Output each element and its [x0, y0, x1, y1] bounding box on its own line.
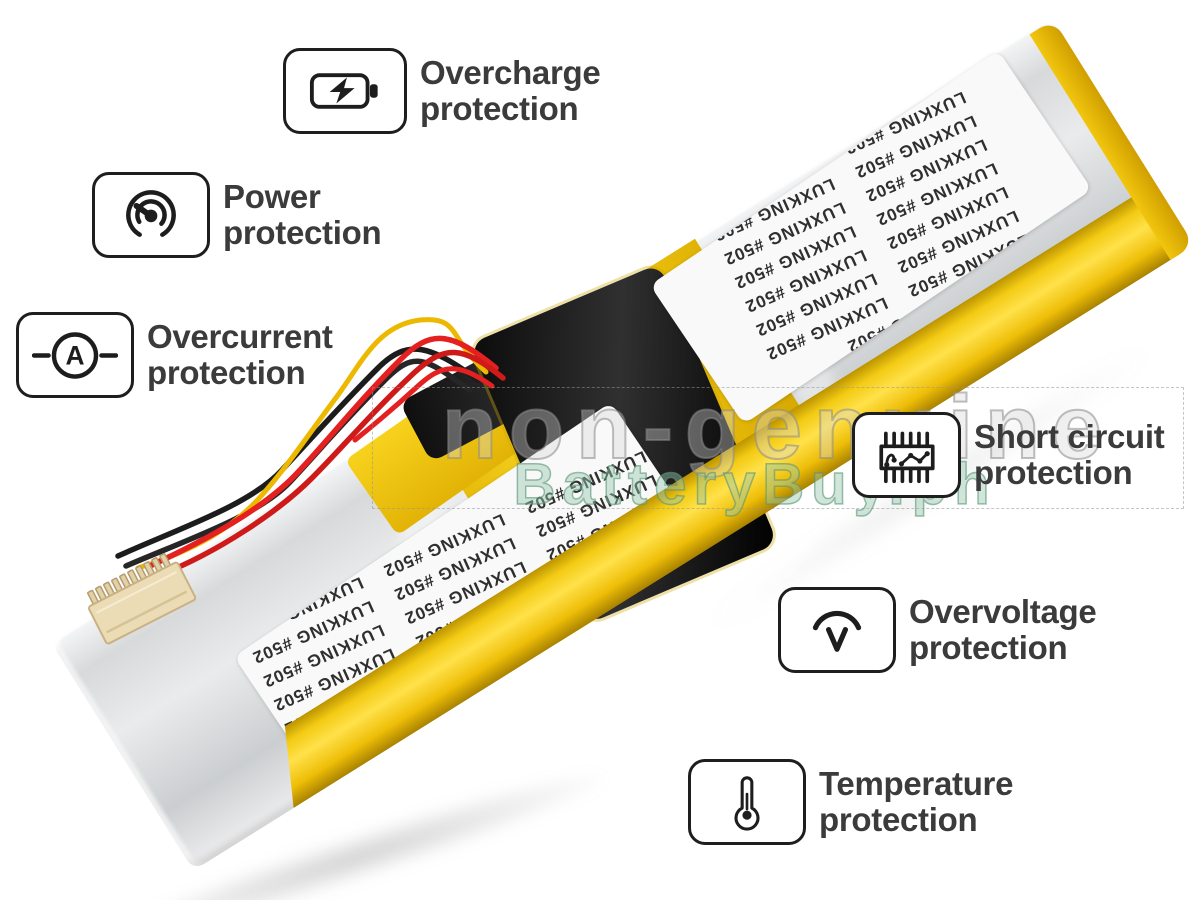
power-gauge-icon — [126, 190, 176, 237]
callout-overcurrent-protection: A Overcurrent protection — [16, 312, 333, 398]
temperature-icon-box — [688, 759, 806, 845]
overvoltage-icon-box — [778, 587, 896, 673]
callout-short-circuit-protection: Short circuit protection — [852, 412, 1165, 498]
watermark-dashed-box — [372, 387, 1184, 509]
wire-connector — [87, 553, 197, 645]
callout-label: Power protection — [223, 178, 382, 251]
callout-label: Temperature protection — [819, 766, 1013, 838]
callout-line1: Temperature — [819, 765, 1014, 802]
voltage-arc-icon — [812, 610, 862, 652]
callout-label: Overcurrent protection — [147, 319, 333, 391]
callout-label: Overcharge protection — [420, 54, 601, 127]
battery-charge-icon — [309, 73, 378, 109]
callout-line1: Short circuit — [974, 418, 1165, 455]
callout-label: Short circuit protection — [974, 418, 1165, 491]
red-wire — [157, 349, 506, 578]
callout-temperature-protection: Temperature protection — [688, 759, 1013, 845]
callout-overvoltage-protection: Overvoltage protection — [778, 587, 1097, 673]
black-wire — [115, 346, 481, 559]
callout-label: Overvoltage protection — [909, 593, 1097, 666]
callout-line2: protection — [819, 801, 978, 838]
callout-line2: protection — [223, 214, 382, 251]
power-icon-box — [92, 172, 210, 258]
callout-line1: Overcharge — [420, 54, 601, 91]
svg-text:A: A — [65, 340, 84, 370]
callout-line2: protection — [909, 629, 1068, 666]
callout-line2: protection — [974, 454, 1133, 491]
callout-line1: Power — [223, 178, 321, 215]
callout-line1: Overvoltage — [909, 593, 1097, 630]
ammeter-icon: A — [32, 331, 118, 379]
red-wire — [147, 335, 499, 569]
circuit-chip-icon — [878, 431, 935, 483]
overcharge-icon-box — [283, 48, 407, 134]
callout-overcharge-protection: Overcharge protection — [283, 48, 601, 134]
short-circuit-icon-box — [852, 412, 961, 498]
overcurrent-icon-box: A — [16, 312, 134, 398]
callout-line2: protection — [147, 354, 306, 391]
watermark-non-genuine: non-genuine — [441, 378, 1114, 478]
callout-line1: Overcurrent — [147, 318, 333, 355]
callout-power-protection: Power protection — [92, 172, 382, 258]
thermometer-icon — [734, 776, 760, 831]
red-wire — [352, 366, 495, 443]
callout-line2: protection — [420, 90, 579, 127]
